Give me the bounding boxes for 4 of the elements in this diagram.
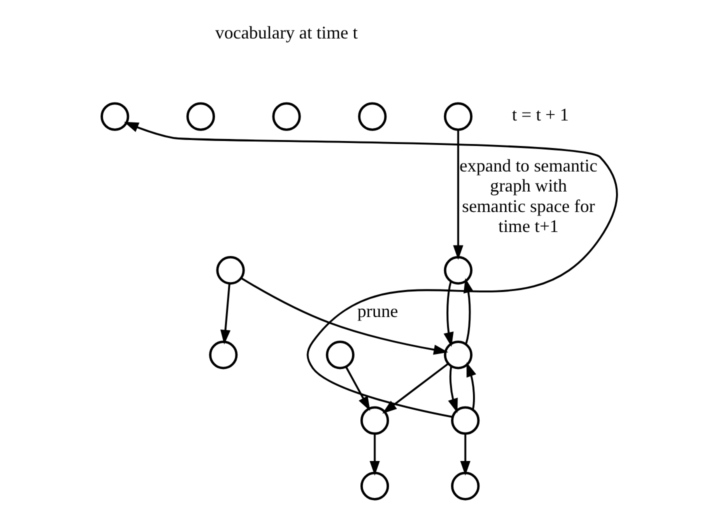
label: vocabulary at time t [215, 22, 358, 42]
label: t = t + 1 [512, 104, 569, 125]
edge-label: prune [357, 300, 398, 321]
edge-label: expand to semantic graph with semantic space for time t+1 [460, 155, 598, 236]
